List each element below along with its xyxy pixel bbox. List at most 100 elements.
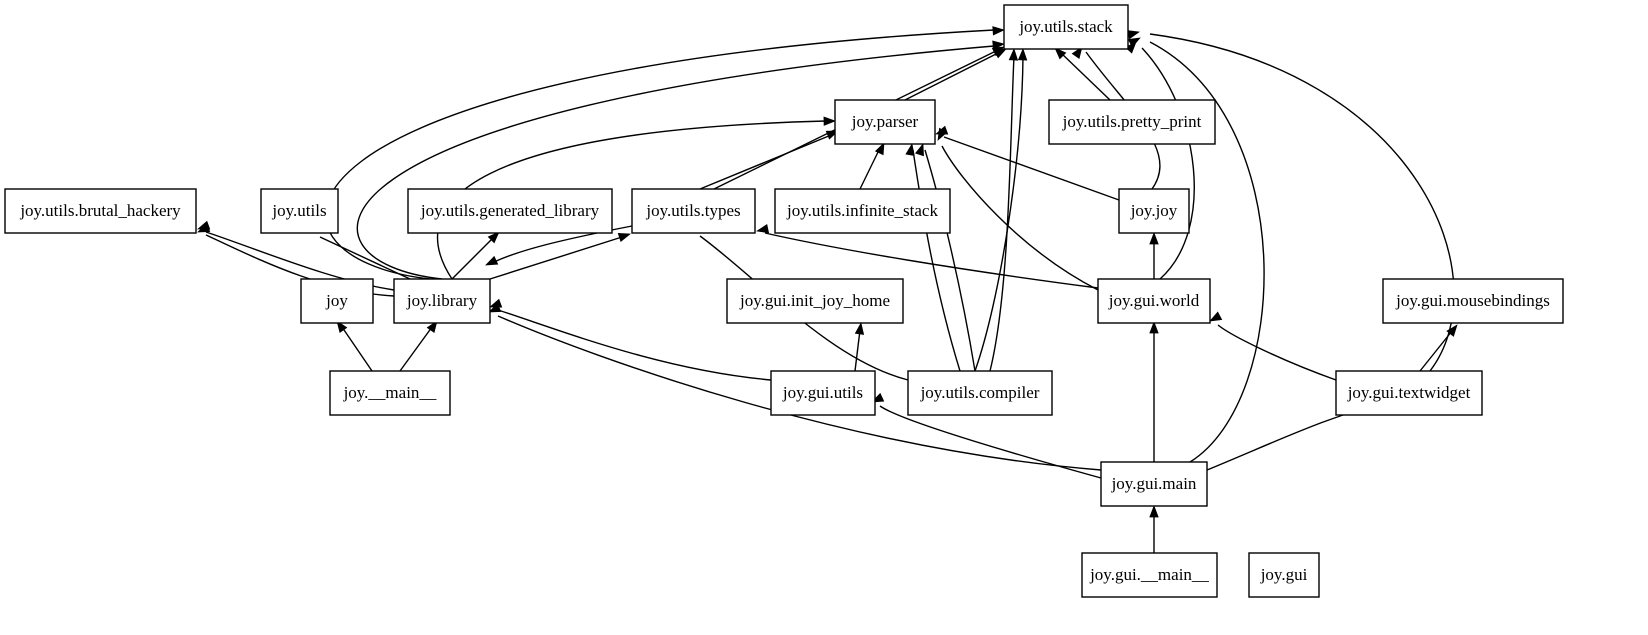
arrowhead-icon [937, 127, 948, 141]
edge-compiler-to-parser [905, 143, 961, 372]
node-box[interactable] [907, 370, 1053, 416]
edge-pretty_print-to-stack [1054, 47, 1111, 101]
node-world[interactable]: joy.gui.world [1097, 278, 1211, 324]
node-gui_utils[interactable]: joy.gui.utils [770, 370, 876, 416]
edge-library-to-parser [436, 116, 836, 280]
node-box[interactable] [393, 278, 491, 324]
arrowhead-icon [426, 320, 438, 333]
node-box[interactable] [770, 370, 876, 416]
arrowhead-icon [993, 48, 1007, 59]
node-textwidget[interactable]: joy.gui.textwidget [1335, 370, 1483, 416]
edge-line [989, 55, 1015, 372]
edge-gui_main-to-stack [1127, 37, 1265, 463]
node-box[interactable] [1048, 99, 1216, 145]
edge-line [1419, 330, 1453, 372]
node-box[interactable] [1003, 4, 1129, 50]
node-box[interactable] [1081, 552, 1218, 598]
node-box[interactable] [1248, 552, 1320, 598]
arrowhead-icon [915, 143, 924, 157]
node-library[interactable]: joy.library [393, 278, 491, 324]
node-infinite_stack[interactable]: joy.utils.infinite_stack [774, 188, 951, 234]
node-brutal_hackery[interactable]: joy.utils.brutal_hackery [4, 188, 197, 234]
node-box[interactable] [631, 188, 756, 234]
node-box[interactable] [1382, 278, 1564, 324]
edge-line [904, 51, 1001, 101]
node-box[interactable] [300, 278, 374, 324]
arrowhead-icon [1126, 30, 1140, 40]
edge-line [341, 326, 373, 372]
edge-line [497, 309, 772, 381]
edges-layer [197, 26, 1458, 553]
edge-line [451, 236, 495, 280]
node-box[interactable] [329, 370, 451, 416]
arrowhead-icon [1149, 321, 1159, 334]
edge-library-to-stack [324, 26, 1005, 280]
node-compiler[interactable]: joy.utils.compiler [907, 370, 1053, 416]
arrowhead-icon [992, 26, 1005, 36]
edge-line [1059, 51, 1111, 101]
arrowhead-icon [823, 116, 836, 126]
node-gui[interactable]: joy.gui [1248, 552, 1320, 598]
edge-line [399, 326, 433, 372]
node-box[interactable] [834, 99, 936, 145]
edge-gui_utils-to-init_joy_home [854, 322, 865, 372]
edge-line [912, 149, 961, 372]
node-box[interactable] [260, 188, 339, 234]
node-box[interactable] [1100, 461, 1208, 507]
node-gui_main[interactable]: joy.gui.main [1100, 461, 1208, 507]
edge-world-to-joyjoy [1149, 232, 1159, 279]
node-joyjoy[interactable]: joy.joy [1118, 188, 1190, 234]
arrowhead-icon [854, 322, 865, 335]
arrowhead-icon [487, 231, 500, 244]
edge-gui_main-to-library [488, 303, 1102, 471]
edge-main_dunder-to-joy [336, 320, 373, 372]
node-utils[interactable]: joy.utils [260, 188, 339, 234]
edge-gui_main-to-world [1149, 321, 1159, 462]
node-gui_main_dunder[interactable]: joy.gui.__main__ [1081, 552, 1218, 598]
edge-line [924, 149, 976, 372]
edge-line [356, 45, 995, 280]
edge-line [1141, 47, 1195, 280]
edge-world-to-types [756, 224, 1099, 289]
node-box[interactable] [1335, 370, 1483, 416]
node-mousebindings[interactable]: joy.gui.mousebindings [1382, 278, 1564, 324]
edge-line [436, 120, 827, 280]
edge-line [854, 329, 861, 372]
edge-library-to-generated_library [451, 231, 500, 280]
node-init_joy_home[interactable]: joy.gui.init_joy_home [726, 278, 904, 324]
arrowhead-icon [992, 40, 1005, 50]
arrowhead-icon [1149, 505, 1159, 518]
edge-line [1149, 41, 1265, 463]
edge-line [319, 236, 411, 280]
node-types[interactable]: joy.utils.types [631, 188, 756, 234]
node-box[interactable] [1118, 188, 1190, 234]
arrowhead-icon [1127, 37, 1141, 48]
node-box[interactable] [1097, 278, 1211, 324]
edge-line [1217, 324, 1337, 381]
node-box[interactable] [774, 188, 951, 234]
node-generated_library[interactable]: joy.utils.generated_library [407, 188, 613, 234]
node-stack[interactable]: joy.utils.stack [1003, 4, 1129, 50]
arrowhead-icon [1054, 47, 1067, 60]
arrowhead-icon [874, 142, 885, 156]
node-box[interactable] [726, 278, 904, 324]
edge-world-to-parser [937, 127, 1099, 291]
node-main_dunder[interactable]: joy.__main__ [329, 370, 451, 416]
node-pretty_print[interactable]: joy.utils.pretty_print [1048, 99, 1216, 145]
node-box[interactable] [407, 188, 613, 234]
edge-line [943, 136, 1120, 201]
node-box[interactable] [4, 188, 197, 234]
arrowhead-icon [1008, 48, 1019, 61]
edge-line [941, 145, 1099, 291]
node-joy[interactable]: joy [300, 278, 374, 324]
edge-line [879, 405, 1102, 479]
nodes-layer: joy.utils.stack joy.parser joy.utils.prett… [4, 4, 1564, 598]
edge-line [699, 132, 837, 190]
edge-line [764, 232, 1099, 289]
arrowhead-icon [1017, 48, 1028, 61]
node-parser[interactable]: joy.parser [834, 99, 936, 145]
arrowhead-icon [485, 255, 499, 266]
arrowhead-icon [197, 223, 211, 233]
arrowhead-icon [1209, 311, 1223, 322]
